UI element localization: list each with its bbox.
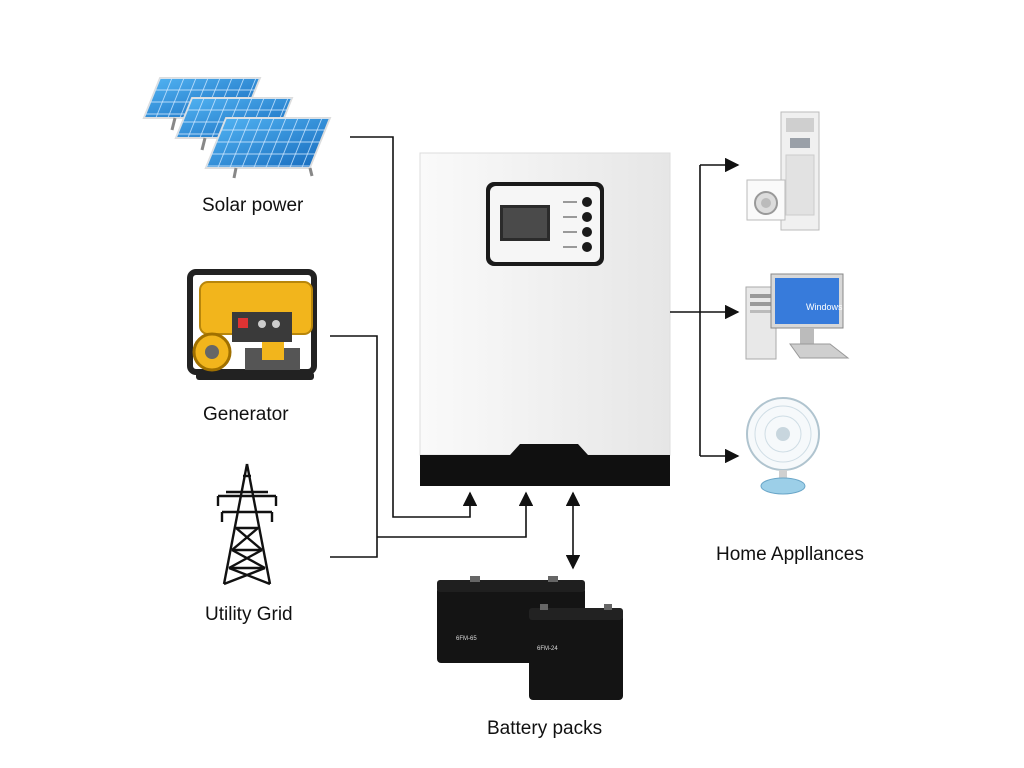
generator-label: Generator <box>203 404 289 425</box>
generator-line <box>330 335 378 558</box>
monitor-screen-text: Windows <box>806 302 843 312</box>
generator-icon <box>187 269 317 380</box>
battery-right-text: 6FM-24 <box>537 646 558 652</box>
electric-fan-icon <box>746 397 820 495</box>
solar-panels-icon <box>142 77 332 179</box>
computer-icon <box>745 273 850 360</box>
solar-power-label: Solar power <box>202 195 304 216</box>
battery-icon: 6FM-65 6FM-24 <box>437 576 623 700</box>
solar-line <box>350 136 478 518</box>
transmission-tower-icon <box>216 463 278 586</box>
inverter-icon <box>419 152 671 486</box>
connection-lines <box>330 136 740 570</box>
utility-grid-label: Utility Grid <box>205 604 293 625</box>
battery-left-text: 6FM-65 <box>456 636 477 642</box>
generator-to-inverter-line <box>377 491 534 538</box>
air-conditioner-icon <box>746 111 820 231</box>
battery-packs-label: Battery packs <box>487 718 603 739</box>
home-appliances-label: Home Appllances <box>716 544 864 565</box>
